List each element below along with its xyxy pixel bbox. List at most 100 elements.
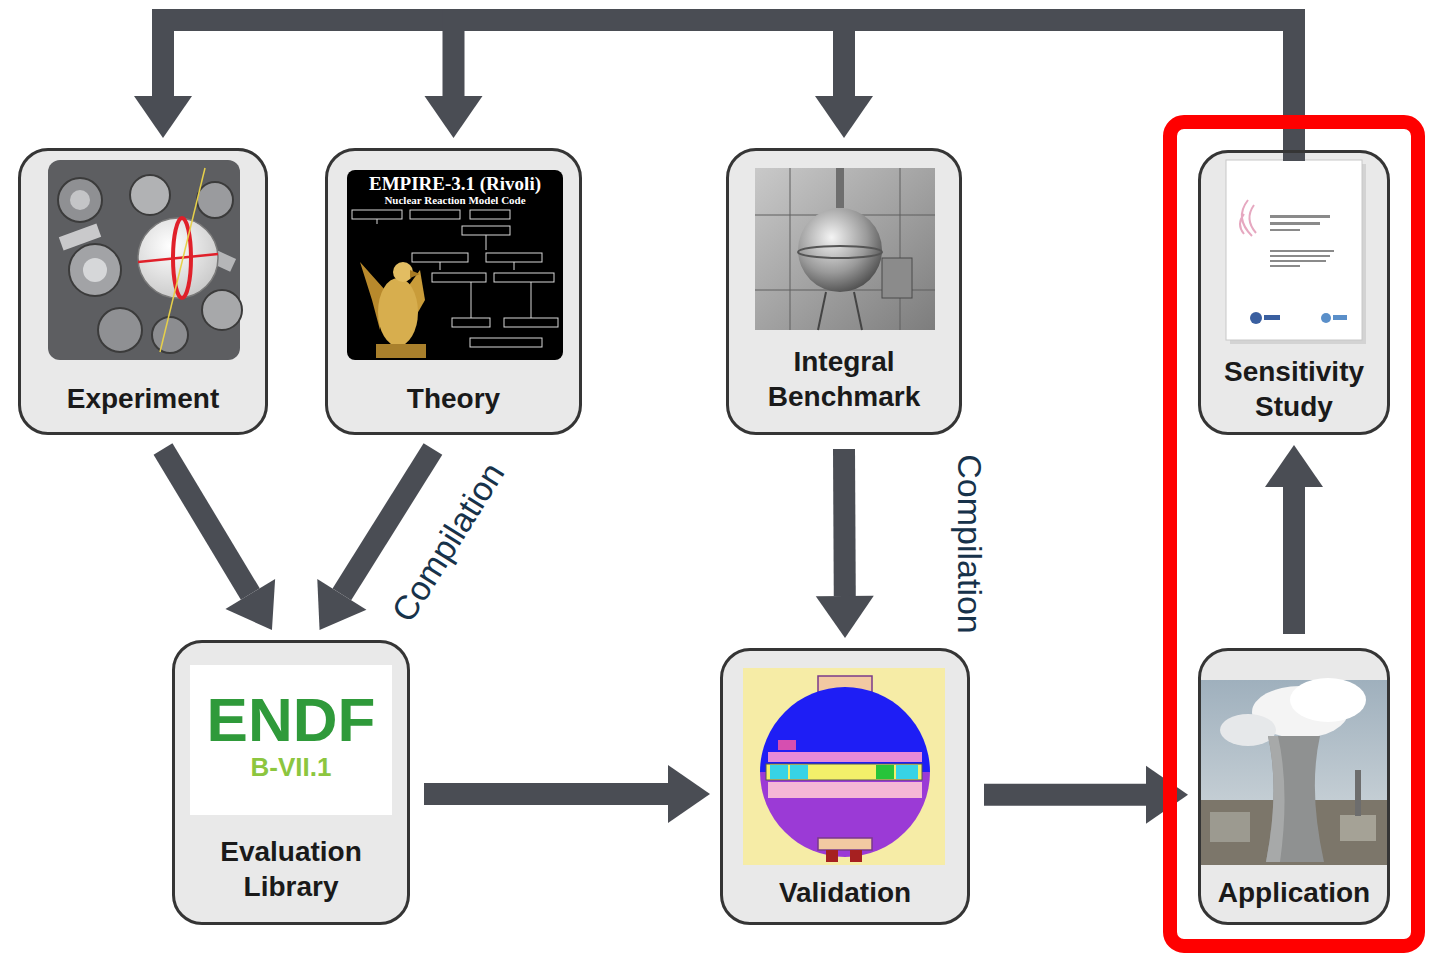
- eagle-statue: [376, 344, 426, 358]
- experiment-photo: [152, 317, 188, 353]
- box-text-area: Evaluation Library: [175, 834, 407, 922]
- box-text-area: Validation: [723, 875, 967, 922]
- arrow-head: [317, 579, 366, 630]
- reactor-model: [876, 765, 894, 779]
- reactor-model: [790, 765, 808, 779]
- flow-arrow: [134, 20, 1294, 150]
- flow-arrow: [815, 20, 1294, 150]
- power-plant-photo: [1355, 770, 1361, 816]
- arrow-shaft: [833, 449, 856, 596]
- theory-screenshot: [412, 253, 468, 262]
- flow-arrow: [163, 449, 275, 630]
- experiment-photo: [48, 160, 242, 360]
- box-label: Application: [1218, 875, 1370, 910]
- box-text-area: Experiment: [21, 381, 265, 432]
- endf-logo-background: [190, 665, 392, 815]
- benchmark-photo: [790, 168, 791, 330]
- theory-screenshot: [352, 210, 558, 347]
- benchmark-photo: [755, 168, 935, 330]
- experiment-photo: [83, 258, 107, 282]
- arrow-head: [815, 96, 873, 138]
- theory-screenshot: [486, 235, 487, 250]
- report-cover: [1240, 200, 1256, 236]
- theory-screenshot: [410, 210, 460, 219]
- arrow-shaft: [163, 449, 250, 594]
- report-cover: [1270, 215, 1334, 267]
- arrow-shaft: [163, 20, 1294, 150]
- eagle-statue: [360, 262, 426, 358]
- benchmark-photo: [755, 168, 935, 330]
- report-cover: [1333, 315, 1347, 320]
- edge-label: Compilation: [952, 454, 986, 634]
- box-label: Integral Benchmark: [738, 344, 950, 414]
- box-label: Evaluation Library: [184, 834, 398, 904]
- theory-screenshot: [470, 338, 542, 347]
- report-cover: [1270, 260, 1326, 262]
- power-plant-photo: [1220, 714, 1276, 746]
- power-plant-photo: [1266, 736, 1285, 862]
- reactor-model: [766, 764, 922, 780]
- box-text-area: Application: [1201, 875, 1387, 922]
- theory-screenshot: [504, 318, 558, 327]
- reactor-model: [768, 782, 922, 798]
- theory-screenshot: [514, 262, 515, 270]
- screen-subtitle: Nuclear Reaction Model Code: [384, 194, 525, 206]
- theory-screenshot: [494, 273, 554, 282]
- power-plant-photo: [1200, 678, 1388, 865]
- arrow-shaft: [984, 784, 1146, 806]
- reactor-model: [760, 687, 930, 772]
- box-backgrounds: [172, 640, 410, 925]
- theory-screenshot: [531, 282, 532, 318]
- box-label: Validation: [779, 875, 911, 910]
- report-cover: [1270, 265, 1300, 267]
- box-text-area: Sensitivity Study: [1201, 354, 1387, 432]
- experiment-photo: [48, 160, 240, 360]
- arrow-head: [225, 579, 275, 630]
- theory-screenshot: [470, 210, 510, 219]
- box-backgrounds: [720, 648, 970, 925]
- reactor-model: [896, 765, 918, 779]
- experiment-photo: [202, 290, 242, 330]
- benchmark-photo: [882, 258, 912, 298]
- reactor-model: [760, 772, 930, 857]
- box-label: Sensitivity Study: [1210, 354, 1378, 424]
- experiment-photo: [197, 182, 233, 218]
- edge-label: Compilation: [386, 456, 510, 626]
- theory-screenshot: [471, 282, 472, 318]
- experiment-photo: [70, 190, 90, 210]
- report-cover: [1264, 315, 1280, 320]
- arrow-head: [668, 765, 710, 823]
- reactor-model: [778, 740, 796, 750]
- box-label: Theory: [407, 381, 500, 416]
- box-backgrounds: [18, 148, 268, 435]
- benchmark-photo: [900, 168, 901, 330]
- benchmark-photo: [854, 292, 862, 330]
- report-cover: [1270, 222, 1320, 225]
- reactor-model: [818, 838, 872, 850]
- report-cover: [1226, 160, 1366, 344]
- arrow-head: [134, 96, 192, 138]
- theory-screenshot: [452, 318, 490, 327]
- process-box: Application: [1198, 648, 1390, 925]
- endf-logo-background: [190, 665, 392, 815]
- reactor-model: [826, 850, 838, 862]
- theory-screenshot: [440, 262, 441, 270]
- benchmark-photo: [818, 292, 826, 330]
- power-plant-photo: [1340, 815, 1376, 841]
- flow-arrow: [424, 765, 710, 823]
- process-box: Experiment: [18, 148, 268, 435]
- box-backgrounds: [325, 148, 582, 435]
- theory-screenshot: [347, 170, 563, 360]
- highlight-frame: [1170, 122, 1418, 946]
- arrow-shaft: [424, 783, 668, 805]
- logo-text: ENDF: [207, 684, 376, 755]
- report-cover: [1270, 229, 1300, 231]
- flow-arrow: [425, 20, 1295, 150]
- reactor-model: [743, 668, 945, 865]
- theory-screenshot: [347, 170, 563, 360]
- report-cover: [1270, 250, 1334, 252]
